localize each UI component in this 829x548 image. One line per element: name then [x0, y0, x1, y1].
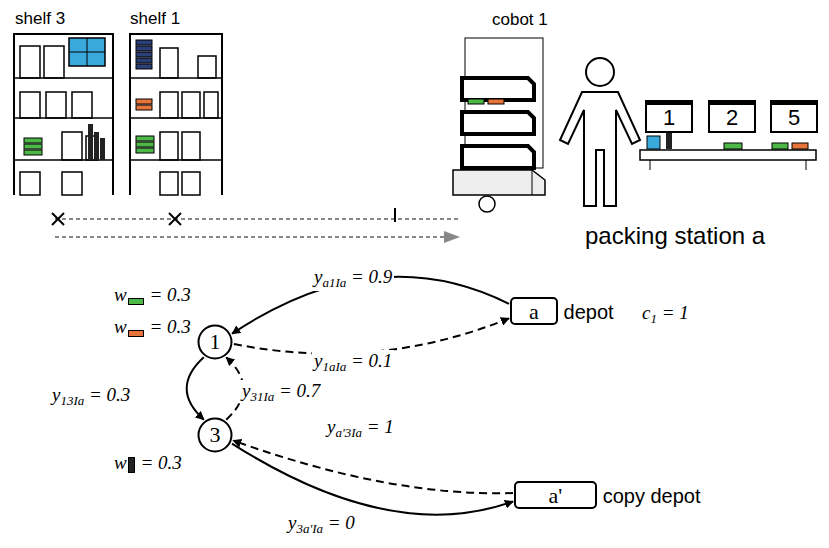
packing-box: 2 — [708, 100, 756, 133]
shelf-label: shelf 3 — [15, 9, 65, 29]
node-label: 1 — [210, 329, 221, 355]
packing-box: 1 — [645, 100, 693, 133]
packing-box: 5 — [770, 100, 818, 133]
shelf-label: shelf 1 — [130, 9, 180, 29]
weight-swatch — [128, 457, 135, 473]
flow-label: y13Ia = 0.3 — [50, 384, 132, 409]
weight-label: w = 0.3 — [112, 452, 184, 474]
flow-arrow — [232, 444, 513, 515]
weight-swatch — [128, 330, 144, 337]
node-label: 5 — [772, 105, 816, 131]
node-label: 3 — [210, 422, 221, 448]
flow-label: y3a'Ia = 0 — [286, 512, 357, 537]
node-label: 2 — [710, 105, 754, 131]
flow-label: ya'3Ia = 1 — [325, 416, 396, 441]
node-label: a' — [516, 483, 595, 509]
weight-swatch — [128, 298, 144, 305]
dashed-flow-arrow — [234, 318, 509, 353]
dashed-flow-arrow — [233, 441, 513, 494]
node-label: 1 — [647, 105, 691, 131]
depot-box: adepot — [510, 297, 558, 325]
cost-label: c1 = 1 — [640, 302, 691, 327]
node-caption: depot — [564, 301, 614, 324]
robot-label: cobot 1 — [492, 10, 548, 30]
depot-box: a'copy depot — [514, 481, 597, 509]
flow-label: y31Ia = 0.7 — [240, 380, 322, 405]
flow-label: y1aIa = 0.1 — [312, 350, 394, 375]
weight-label: w = 0.3 — [112, 284, 193, 306]
flow-arrow — [187, 357, 204, 419]
shelf-node: 3 — [197, 417, 233, 453]
flow-label: ya1Ia = 0.9 — [312, 266, 394, 291]
node-caption: copy depot — [603, 485, 701, 508]
node-label: a — [512, 299, 556, 325]
shelf-node: 1 — [197, 324, 233, 360]
weight-label: w = 0.3 — [112, 316, 193, 338]
station-label: packing station a — [585, 222, 765, 250]
